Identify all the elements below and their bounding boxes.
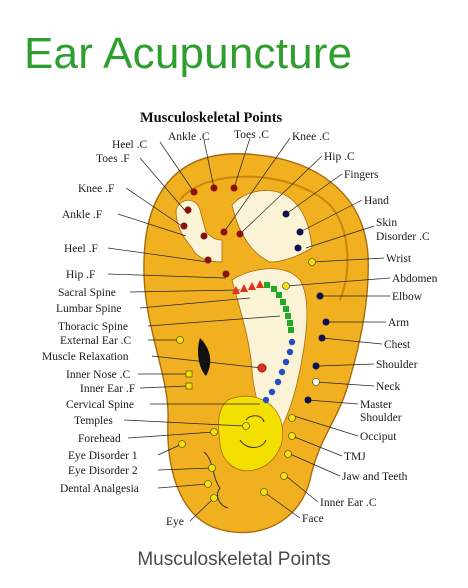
label-hip-f: Hip .F [66, 269, 95, 281]
label-jaw-teeth: Jaw and Teeth [342, 471, 408, 483]
point-temples [242, 422, 250, 430]
label-inner-ear-f: Inner Ear .F [80, 383, 135, 395]
label-fingers: Fingers [344, 169, 379, 181]
neck-point [312, 378, 320, 386]
point-fingers [282, 210, 290, 218]
label-eye-disorder-1: Eye Disorder 1 [68, 450, 138, 462]
point-heel-f [204, 256, 212, 264]
point-inner-nose [185, 370, 193, 378]
point-inner-ear-c [280, 472, 288, 480]
label-ankle-f: Ankle .F [62, 209, 102, 221]
point-abdomen [282, 282, 290, 290]
label-inner-nose: Inner Nose .C [66, 369, 131, 381]
label-neck: Neck [376, 381, 401, 393]
labels-right: Hip .C Fingers Hand Skin Disorder .C Wri… [302, 151, 438, 525]
point-ankle-f [200, 232, 208, 240]
label-heel-f: Heel .F [64, 243, 98, 255]
point-eye-disorder-1 [178, 440, 186, 448]
diagram-title: Musculoskeletal Points [140, 110, 283, 126]
labels-left: Heel .C Ankle .C Toes .C Knee .C Toes .F… [42, 129, 330, 528]
label-heel-c: Heel .C [112, 139, 147, 151]
label-external-ear: External Ear .C [60, 335, 132, 347]
point-eye-disorder-2 [208, 464, 216, 472]
label-shoulder: Shoulder [376, 359, 418, 371]
point-elbow [316, 292, 324, 300]
label-dental-analgesia: Dental Analgesia [60, 483, 139, 495]
point-hip-c [236, 230, 244, 238]
label-toes-f: Toes .F [96, 153, 130, 165]
point-eye [210, 494, 218, 502]
label-cervical-spine: Cervical Spine [66, 399, 134, 411]
point-inner-ear-f [185, 382, 193, 390]
navy-points [282, 210, 330, 404]
label-forehead: Forehead [78, 433, 121, 445]
label-inner-ear-c: Inner Ear .C [320, 497, 377, 509]
point-heel-c [190, 188, 198, 196]
label-abdomen: Abdomen [392, 273, 438, 285]
spine-markers [264, 282, 294, 333]
point-chest [318, 334, 326, 342]
label-skin: Skin [376, 217, 397, 229]
point-ankle-c [210, 184, 218, 192]
ear-shape [143, 153, 369, 534]
sacral-spine-markers [232, 280, 264, 294]
label-wrist: Wrist [386, 253, 412, 265]
label-temples: Temples [74, 415, 113, 427]
label-sacral-spine: Sacral Spine [58, 287, 116, 299]
label-toes-c: Toes .C [234, 129, 269, 141]
leader-lines-right [239, 155, 391, 519]
point-wrist [308, 258, 316, 266]
point-arm [322, 318, 330, 326]
point-face [260, 488, 268, 496]
label-knee-c: Knee .C [292, 131, 330, 143]
label-hand: Hand [364, 195, 389, 207]
point-external-ear [176, 336, 184, 344]
label-ankle-c: Ankle .C [168, 131, 210, 143]
image-caption: Musculoskeletal Points [137, 549, 331, 570]
label-arm: Arm [388, 317, 409, 329]
leader-lines-left [107, 137, 291, 522]
label-skin-disorder: Disorder .C [376, 231, 430, 243]
label-thoracic-spine: Thoracic Spine [58, 321, 128, 333]
label-lumbar-spine: Lumbar Spine [56, 303, 121, 315]
label-occiput: Occiput [360, 431, 397, 443]
label-muscle-relaxation: Muscle Relaxation [42, 351, 129, 363]
point-tmj [288, 432, 296, 440]
point-skin-disorder [294, 244, 302, 252]
muscle-relaxation-point [257, 363, 267, 373]
point-hip-f [222, 270, 230, 278]
label-eye-disorder-2: Eye Disorder 2 [68, 465, 138, 477]
label-tmj: TMJ [344, 451, 366, 463]
point-toes-c [230, 184, 238, 192]
point-forehead [210, 428, 218, 436]
label-master-shoulder: Shoulder [360, 412, 402, 424]
cervical-spine-markers [262, 338, 296, 404]
label-eye: Eye [166, 516, 184, 528]
point-shoulder [312, 362, 320, 370]
point-occiput [288, 414, 296, 422]
point-master-shoulder [304, 396, 312, 404]
label-elbow: Elbow [392, 291, 423, 303]
label-chest: Chest [384, 339, 411, 351]
point-knee-c [220, 228, 228, 236]
page-title: Ear Acupuncture [24, 29, 353, 78]
point-toes-f [184, 206, 192, 214]
label-knee-f: Knee .F [78, 183, 114, 195]
point-hand [296, 228, 304, 236]
label-hip-c: Hip .C [324, 151, 355, 163]
point-jaw-teeth [284, 450, 292, 458]
label-face: Face [302, 513, 324, 525]
yellow-points [176, 258, 316, 502]
point-knee-f [180, 222, 188, 230]
point-dental-analgesia [204, 480, 212, 488]
label-master: Master [360, 399, 392, 411]
dark-red-points [180, 184, 244, 278]
